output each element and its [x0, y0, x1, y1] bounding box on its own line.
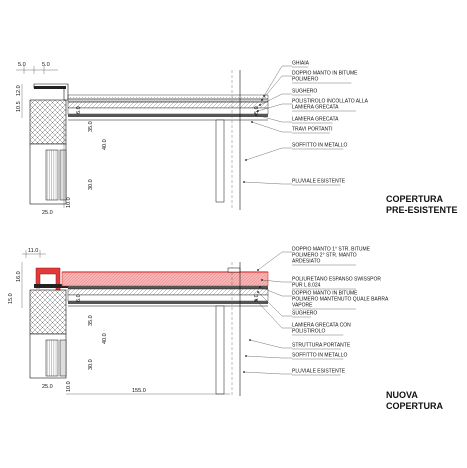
bottom-dim-10: 25.0	[42, 384, 53, 390]
bottom-leader-dot-5	[255, 299, 257, 301]
top-section: 5.0 5.0 10.5 12.0 30.0 10.0 6.0 35.0	[16, 61, 458, 216]
bottom-leader-2	[261, 279, 292, 283]
bottom-leader-8	[243, 371, 292, 375]
top-label-3: SUGHERO	[292, 89, 317, 95]
bottom-title-line-2: COPERTURA	[386, 401, 444, 411]
top-leader-6	[251, 121, 292, 133]
bottom-label-6: STRUTTURA PORTANTE	[292, 343, 351, 349]
top-leader-8	[243, 181, 292, 185]
bottom-leader-1	[257, 251, 292, 271]
top-label-5: LAMIERA GRECATA	[292, 117, 339, 123]
top-dim-6: 5.0	[254, 106, 260, 114]
bottom-leader-dot-3	[259, 286, 261, 288]
top-leader-1	[263, 65, 292, 97]
bottom-dim-6: 35.0	[88, 315, 94, 326]
bottom-dim-8: 30.0	[88, 359, 94, 370]
top-dim-1: 5.0	[18, 62, 26, 68]
top-dim-7: 35.0	[88, 121, 94, 132]
top-label-6: TRAVI PORTANTI	[292, 127, 333, 133]
top-leader-dot-4	[257, 110, 259, 112]
top-leader-3	[259, 93, 292, 106]
top-dim-9: 30.0	[88, 179, 94, 190]
bottom-leader-dot-4	[257, 291, 259, 293]
bottom-leader-7	[245, 355, 292, 359]
bottom-dim-7: 40.0	[102, 333, 108, 344]
top-leader-2	[261, 75, 292, 101]
top-dim-5: 6.0	[76, 106, 82, 114]
bottom-dim-9: 10.0	[66, 381, 72, 392]
bottom-leader-dot-8	[243, 371, 245, 373]
bottom-dim-5: 5.0	[254, 294, 260, 302]
bottom-dim-4: 6.0	[76, 294, 82, 302]
bottom-section: 11.0 16.0 15.0 6.0 5.0 35.0 40.0 30.0	[8, 247, 444, 412]
bottom-leader-dot-2	[261, 279, 263, 281]
top-dim-10: 10.0	[66, 197, 72, 208]
top-dim-2: 5.0	[42, 62, 50, 68]
bottom-label-7: SOFFITTO IN METALLO	[292, 353, 347, 359]
top-dim-3: 10.5	[16, 101, 22, 112]
bottom-title-line-1: NUOVA	[386, 390, 418, 400]
top-title-line-2: PRE-ESISTENTE	[386, 205, 458, 215]
bottom-dim-3: 15.0	[8, 293, 14, 304]
bottom-leader-dot-7	[245, 355, 247, 357]
bottom-leader-3	[259, 286, 292, 297]
bottom-label-4: SUGHERO	[292, 311, 317, 317]
top-dim-8: 40.0	[102, 139, 108, 150]
top-dim-11: 25.0	[42, 210, 53, 216]
top-leader-5	[255, 114, 292, 123]
bottom-dim-1: 11.0	[28, 248, 38, 254]
bottom-leader-5	[255, 299, 292, 329]
top-leader-dot-5	[255, 114, 257, 116]
bottom-label-8: PLUVIALE ESISTENTE	[292, 369, 346, 375]
top-title-line-1: COPERTURA	[386, 194, 444, 204]
top-leader-4	[257, 103, 292, 112]
bottom-leader-6	[249, 339, 292, 349]
top-dim-4: 12.0	[16, 85, 22, 96]
bottom-leader-dot-1	[257, 269, 259, 271]
bottom-dim-11: 155.0	[132, 388, 146, 394]
top-leader-dot-8	[243, 181, 245, 183]
bottom-leader-dot-6	[249, 339, 251, 341]
bottom-leader-4	[257, 291, 292, 317]
top-label-8: PLUVIALE ESISTENTE	[292, 179, 346, 185]
top-leader-dot-3	[259, 104, 261, 106]
top-label-7: SOFFITTO IN METALLO	[292, 143, 347, 149]
top-label-1: GHIAIA	[292, 61, 310, 67]
bottom-dim-2: 16.0	[16, 271, 22, 282]
top-leader-dot-2	[261, 99, 263, 101]
top-leader-7	[245, 147, 292, 161]
top-leader-dot-1	[263, 95, 265, 97]
top-leader-dot-7	[245, 159, 247, 161]
top-leader-dot-6	[251, 121, 253, 123]
